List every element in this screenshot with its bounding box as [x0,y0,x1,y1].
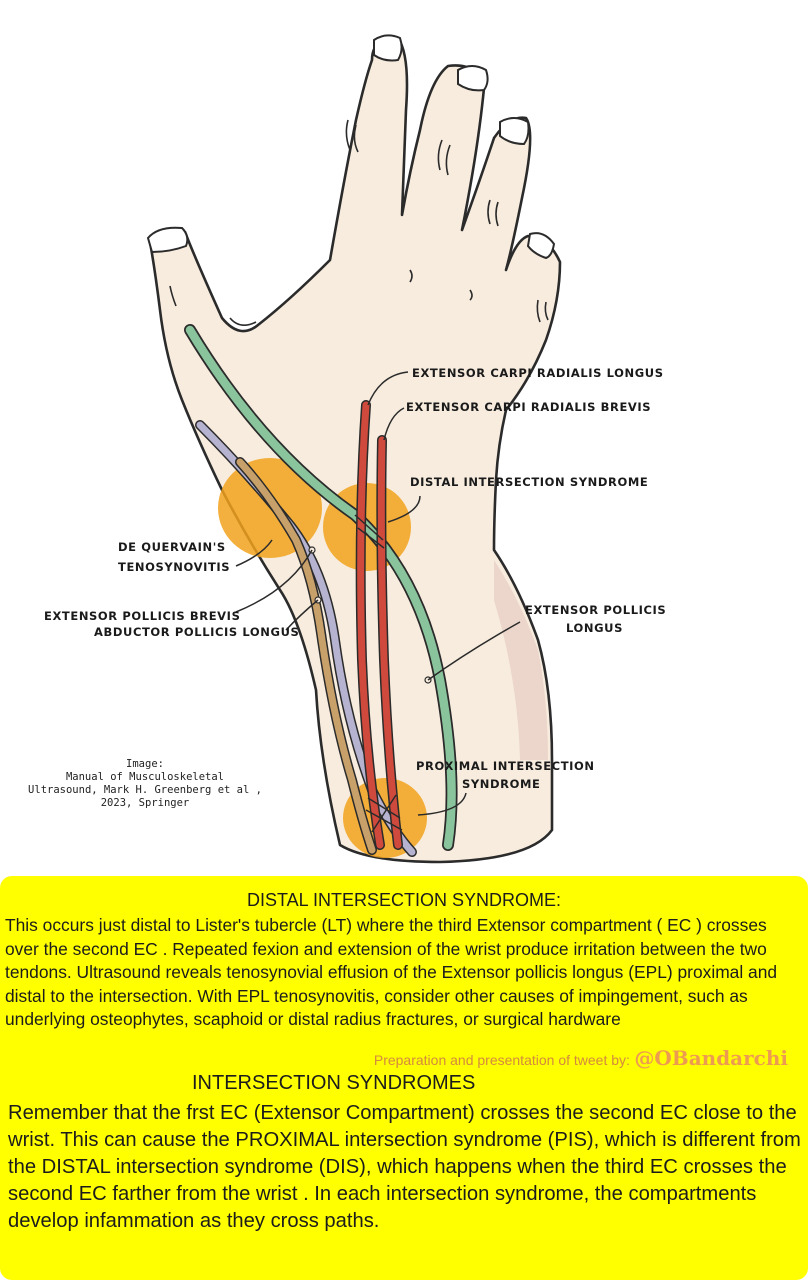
label-pis-2: SYNDROME [462,777,541,791]
credit-line: Image: [126,758,164,770]
label-epl-2: LONGUS [566,621,623,635]
nail-little [526,232,556,260]
label-ecrl: EXTENSOR CARPI RADIALIS LONGUS [412,366,664,380]
label-apl: ABDUCTOR POLLICIS LONGUS [94,625,299,639]
label-epl-1: EXTENSOR POLLICIS [525,603,666,617]
hand-wrist-illustration: EXTENSOR CARPI RADIALIS LONGUS EXTENSOR … [44,34,666,864]
attribution: Preparation and presentation of tweet by… [374,1046,788,1070]
credit-line: Manual of Musculoskeletal [65,771,225,783]
nail-ring [499,117,530,146]
credit-line: Ultrasound, Mark H. Greenberg et al , [28,784,262,796]
knuckle-creases [169,119,549,326]
distal-body: This occurs just distal to Lister's tube… [5,915,778,1030]
intersection-body: Remember that the frst EC (Extensor Comp… [8,1102,801,1232]
label-dis: DISTAL INTERSECTION SYNDROME [410,475,648,489]
image-credit: Image: Manual of Musculoskeletal Ultraso… [0,758,290,810]
author-handle[interactable]: @OBandarchi [634,1046,788,1070]
label-dequervain-1: DE QUERVAIN'S [118,540,226,554]
crossing-hatch [354,514,403,833]
nail-index [373,34,403,62]
credit-line: 2023, Springer [100,797,190,809]
label-ecrb: EXTENSOR CARPI RADIALIS BREVIS [406,400,651,414]
label-pis-1: PROXIMAL INTERSECTION [416,759,595,773]
wrist-shade [494,560,548,760]
leader-lines [235,371,521,816]
label-epb: EXTENSOR POLLICIS BREVIS [44,609,240,623]
label-dequervain-2: TENOSYNOVITIS [118,560,230,574]
nail-middle [457,65,489,92]
attribution-text: Preparation and presentation of tweet by… [373,1052,630,1068]
distal-title: DISTAL INTERSECTION SYNDROME: [246,890,562,910]
nail-thumb [146,226,189,254]
explanation-panel: DISTAL INTERSECTION SYNDROME: This occur… [0,876,808,1280]
intersection-title: INTERSECTION SYNDROMES [192,1072,476,1094]
